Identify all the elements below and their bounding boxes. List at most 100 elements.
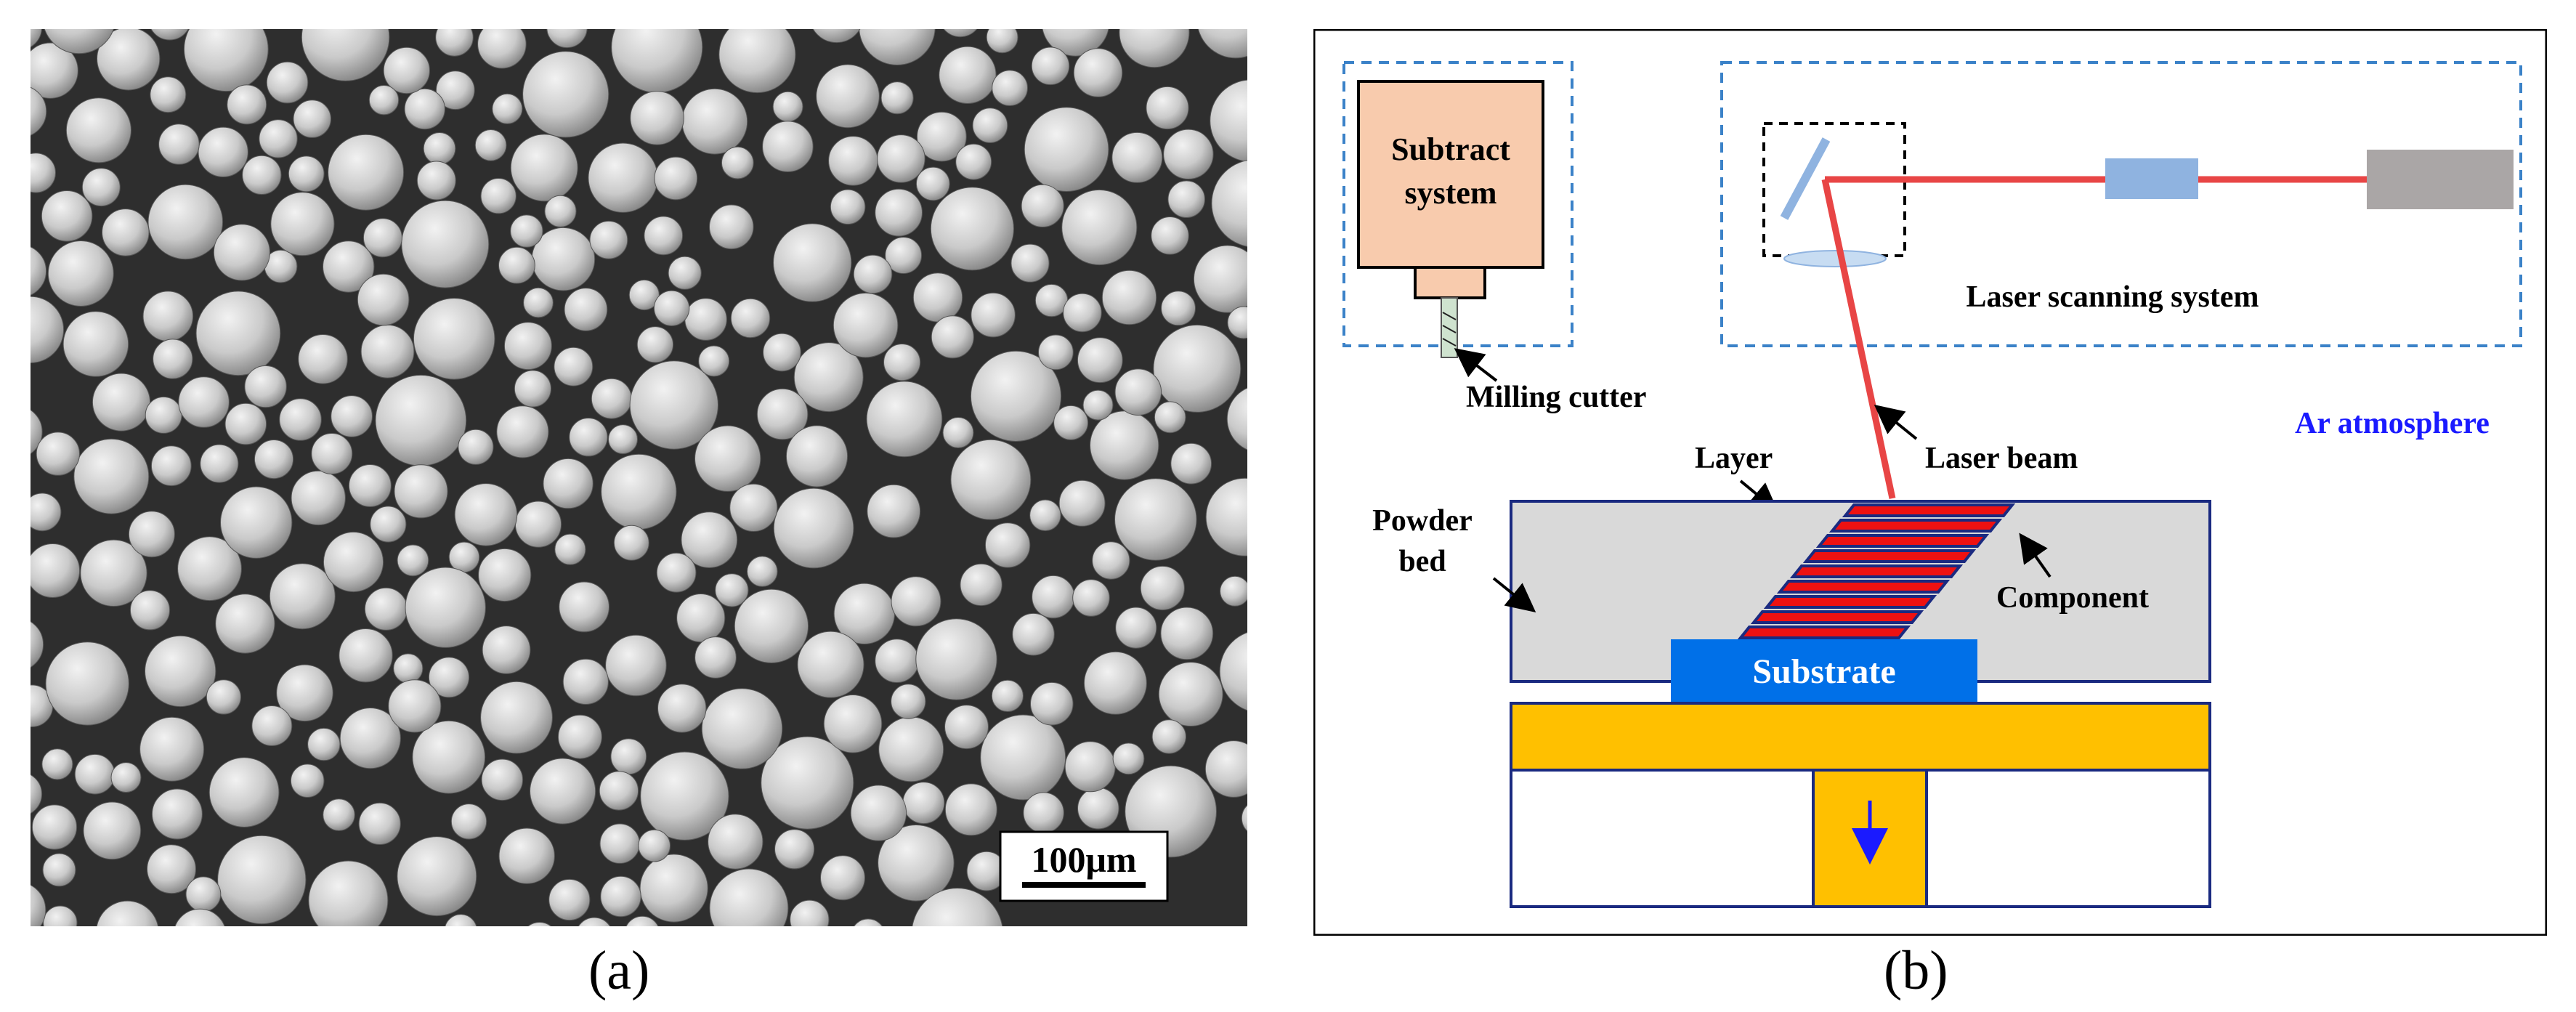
powder-particle (1034, 283, 1069, 317)
powder-particle (142, 291, 194, 342)
powder-particle (339, 708, 401, 769)
powder-particle (950, 439, 1032, 520)
powder-particle (1082, 389, 1114, 421)
powder-particle (833, 292, 899, 358)
component-layers (1737, 503, 2016, 639)
powder-particle (147, 184, 224, 260)
powder-particle (694, 636, 737, 679)
powder-particle (793, 342, 864, 413)
powder-particle (902, 782, 945, 825)
powder-particle (600, 875, 641, 918)
powder-particle (763, 333, 801, 372)
powder-particle (785, 425, 848, 487)
powder-particle (668, 256, 702, 290)
powder-particle (31, 246, 47, 296)
powder-particle (394, 464, 448, 519)
substrate (1671, 639, 1977, 703)
subtract-system-dashed-box (1342, 61, 1573, 347)
powder-particle (102, 209, 150, 256)
powder-particle (1077, 787, 1119, 830)
powder-particle (877, 134, 926, 183)
powder-particle (608, 424, 638, 455)
powder-particle (681, 511, 738, 568)
powder-particle (41, 190, 93, 242)
powder-particle (883, 344, 921, 381)
powder-particle (435, 29, 474, 57)
powder-particle (891, 684, 926, 719)
powder-particle (875, 188, 923, 237)
powder-particle (828, 136, 878, 186)
powder-particle (174, 908, 225, 926)
powder-particle (734, 588, 809, 663)
build-platform (1510, 702, 2211, 772)
subtract-label-line1: Subtract (1391, 131, 1510, 167)
powder-particle (527, 922, 552, 926)
powder-particle (266, 61, 309, 104)
powder-particle (481, 758, 524, 801)
powder-particle (360, 324, 415, 379)
powder-particle (1167, 180, 1205, 218)
powder-particles (31, 29, 1247, 926)
powder-particle (701, 688, 783, 769)
powder-particle (288, 155, 325, 193)
scale-bar-label: 100μm (1032, 839, 1137, 880)
powder-particle (1061, 189, 1138, 266)
powder-particle (44, 29, 114, 54)
powder-particle (694, 425, 761, 492)
powder-particle (605, 634, 667, 697)
powder-particle (591, 378, 632, 419)
powder-particle (178, 376, 230, 428)
powder-particle (31, 493, 62, 532)
powder-particle (401, 200, 490, 288)
powder-particle (1153, 324, 1242, 413)
powder-particle (357, 273, 410, 326)
powder-particle (185, 876, 222, 912)
powder-particle (943, 29, 978, 38)
powder-particle (206, 679, 241, 715)
powder-particle (939, 46, 997, 104)
powder-particle (279, 398, 322, 441)
powder-particle (328, 134, 405, 211)
powder-particle (80, 539, 147, 607)
powder-particle (1101, 270, 1157, 325)
powder-particle (657, 684, 707, 733)
powder-particle (323, 240, 375, 293)
powder-particle (92, 373, 151, 432)
milling-cutter-tool (1441, 297, 1458, 358)
powder-particle (942, 417, 974, 448)
powder-particle (198, 126, 248, 178)
powder-particle (1210, 79, 1247, 162)
powder-particle (1073, 48, 1123, 97)
powder-particle (331, 395, 373, 437)
component-label: Component (1996, 581, 2149, 615)
powder-bed-label-line2: bed (1398, 545, 1446, 578)
powder-particle (1226, 387, 1247, 450)
powder-particle (854, 918, 883, 926)
powder-particle (1032, 575, 1075, 619)
powder-particle (915, 618, 997, 700)
powder-particle (1012, 612, 1055, 656)
powder-particle (412, 720, 486, 794)
powder-particle (450, 803, 487, 840)
powder-particle (31, 543, 81, 598)
powder-particle (1023, 792, 1064, 833)
powder-particle (129, 590, 171, 631)
powder-particle (383, 46, 430, 94)
powder-particle (891, 576, 941, 627)
caption-b: (b) (1884, 940, 1948, 1001)
powder-particle (1193, 245, 1247, 313)
powder-particle (370, 506, 407, 543)
powder-particle (756, 388, 809, 440)
powder-particle (628, 279, 660, 311)
powder-particle (510, 134, 578, 202)
powder-particle (348, 464, 392, 507)
powder-particle (454, 483, 518, 546)
powder-particle (1111, 131, 1163, 183)
powder-particle (65, 97, 131, 163)
powder-particle (867, 484, 921, 538)
powder-particle (569, 418, 608, 457)
powder-particle (992, 70, 1028, 106)
powder-particle (544, 195, 577, 227)
powder-particle (1114, 478, 1197, 561)
powder-particle (912, 888, 1003, 926)
